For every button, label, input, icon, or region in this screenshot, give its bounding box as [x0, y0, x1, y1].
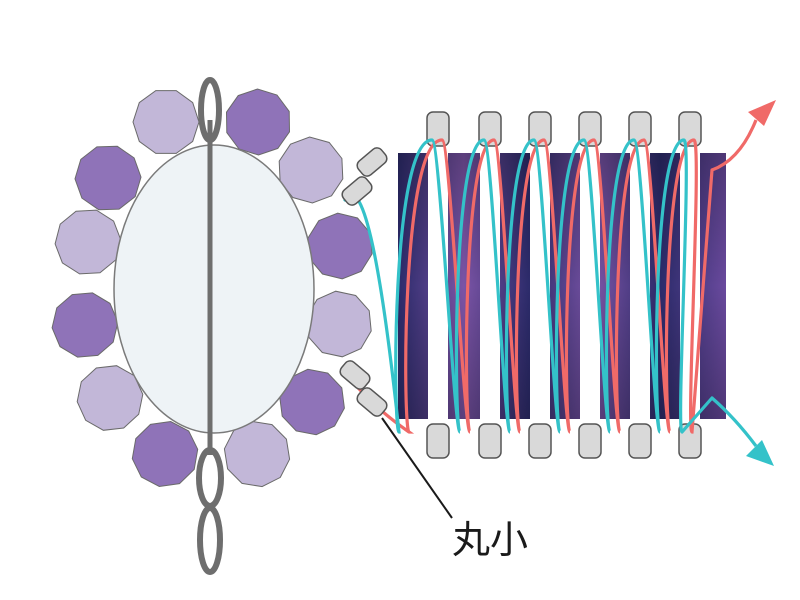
small-bead [356, 147, 388, 177]
chain-link-middle [196, 447, 224, 509]
faceted-bead-dark [51, 292, 119, 358]
tube-cap-bead [478, 423, 502, 459]
tube-slot [580, 130, 600, 440]
tube-cap-bead [628, 111, 652, 147]
tube-slot [428, 130, 448, 440]
chain [196, 77, 224, 575]
faceted-bead-light [306, 290, 372, 358]
tube-slot [530, 130, 550, 440]
tube-slot [480, 130, 500, 440]
arrow-down-right-icon [710, 396, 774, 466]
small-bead [356, 387, 388, 417]
faceted-bead-dark [225, 88, 291, 156]
callout-label: 丸小 [452, 518, 528, 562]
chain-link-bottom [197, 505, 223, 575]
faceted-bead-light [76, 365, 144, 431]
tube-cap-bead [426, 111, 450, 147]
faceted-bead-dark [74, 145, 142, 211]
tube-slot [630, 130, 650, 440]
small-bead [339, 360, 371, 390]
tube-cap-bead [528, 111, 552, 147]
faceted-bead-light [278, 136, 344, 204]
tube-cap-bead [678, 111, 702, 147]
faceted-bead-dark [307, 212, 373, 280]
small-bead [341, 176, 373, 206]
tube-cap-bead [628, 423, 652, 459]
bead-ring [51, 88, 373, 488]
thread-cyan [343, 138, 714, 434]
faceted-bead-light [132, 90, 200, 154]
chain-link-top [198, 77, 222, 143]
small-bead-group [339, 147, 388, 417]
tube-cap-bead [426, 423, 450, 459]
faceted-bead-light [54, 209, 122, 275]
tube-cap-bead [578, 423, 602, 459]
tube-cap-bead [478, 111, 502, 147]
callout-leader-line [381, 417, 453, 519]
center-oval-bead [113, 144, 315, 434]
arrow-up-right-icon [711, 100, 776, 172]
faceted-bead-light [223, 420, 291, 488]
tube-cap-bead [528, 423, 552, 459]
tube-cap-bead [578, 111, 602, 147]
faceted-bead-dark [131, 420, 199, 488]
